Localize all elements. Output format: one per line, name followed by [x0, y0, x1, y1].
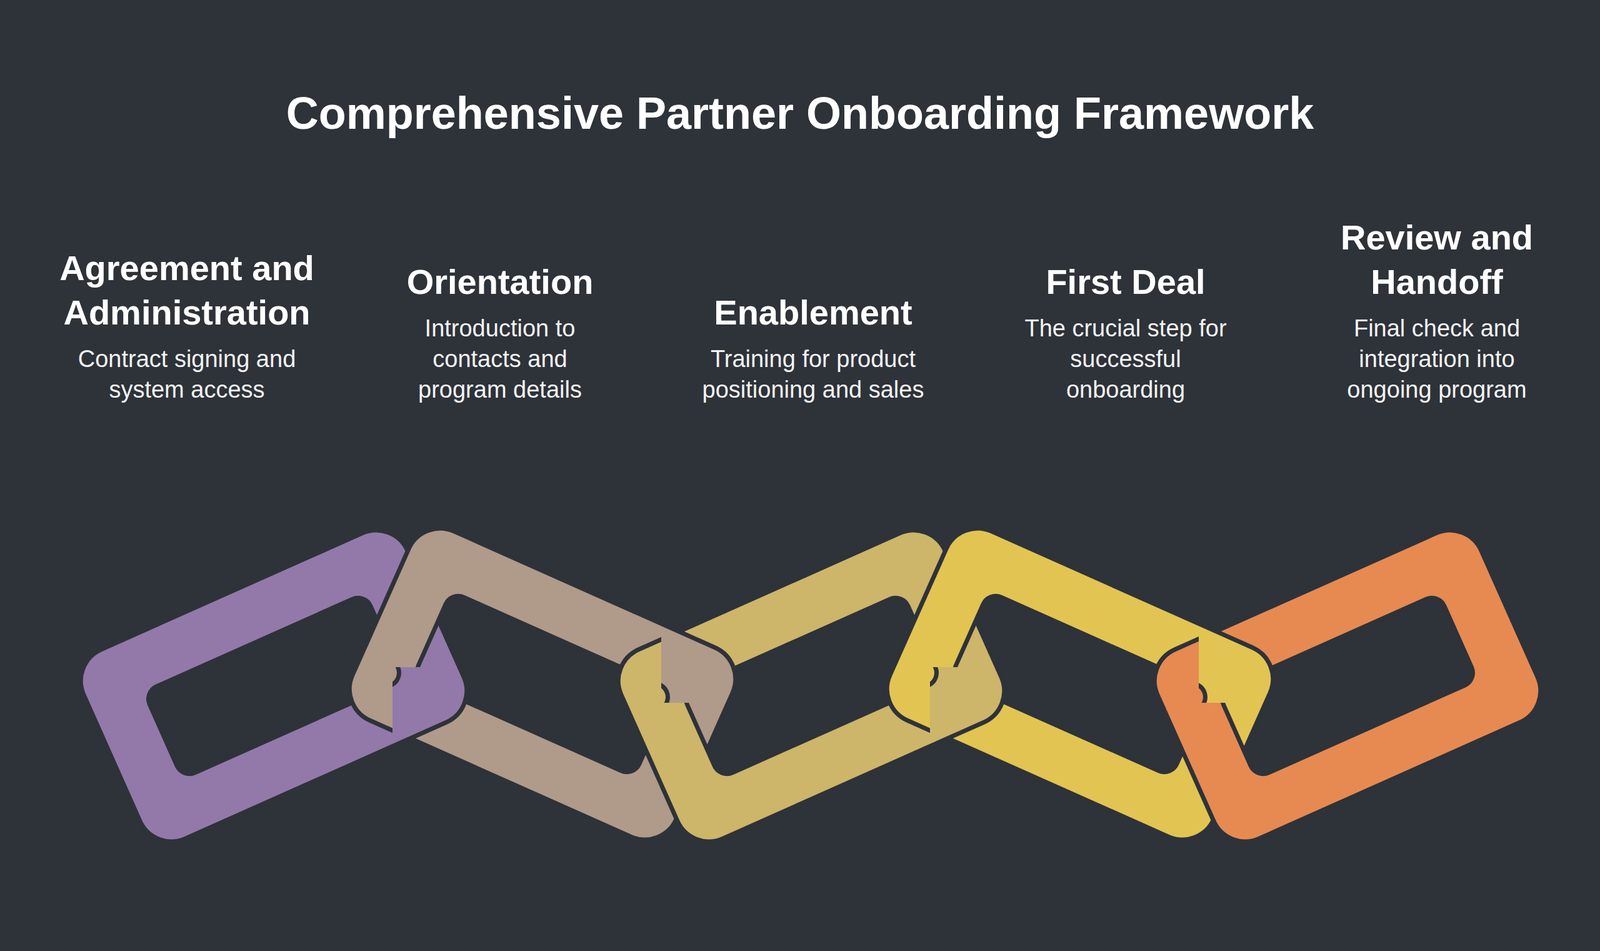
chain-overlap: [661, 546, 747, 703]
stage-description: Introduction to contacts and program det…: [393, 313, 607, 405]
chain-link: [930, 666, 1015, 824]
stage-block: Agreement and AdministrationContract sig…: [36, 245, 337, 405]
stage-description: Final check and integration into ongoing…: [1330, 313, 1544, 405]
stage-description: Contract signing and system access: [61, 343, 312, 405]
stage-block: Review and HandoffFinal check and integr…: [1286, 215, 1587, 405]
chain-link: [661, 546, 747, 703]
stage-block: First DealThe crucial step for successfu…: [975, 259, 1276, 405]
stage-heading: Review and Handoff: [1286, 215, 1587, 305]
stage-heading: Orientation: [350, 259, 650, 305]
stage-heading: Enablement: [663, 290, 964, 335]
diagram-title: Comprehensive Partner Onboarding Framewo…: [0, 86, 1600, 140]
stage-block: OrientationIntroduction to contacts and …: [350, 259, 650, 405]
chain-link: [392, 666, 478, 824]
chain-overlap: [392, 666, 478, 824]
stage-block: EnablementTraining for product positioni…: [663, 290, 964, 405]
chain-overlap: [930, 666, 1015, 824]
stage-description: The crucial step for successful onboardi…: [1019, 313, 1232, 405]
stage-description: Training for product positioning and sal…: [681, 343, 945, 405]
stage-heading: Agreement and Administration: [36, 245, 337, 335]
stage-heading: First Deal: [975, 259, 1276, 305]
chain-link: [1198, 546, 1284, 703]
chain-overlap: [1198, 546, 1284, 703]
